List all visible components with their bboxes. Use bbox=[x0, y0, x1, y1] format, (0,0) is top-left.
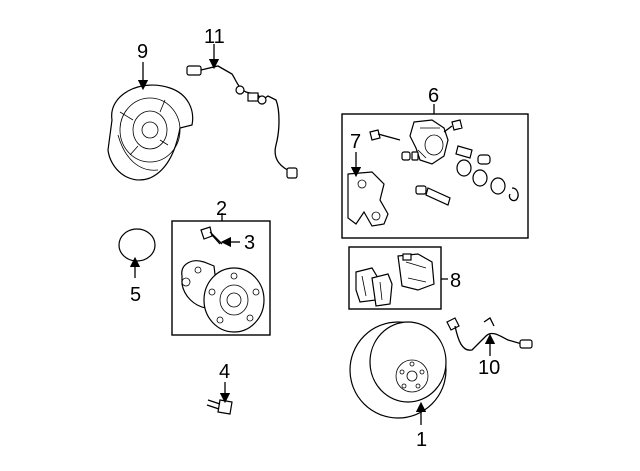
callout-9: 9 bbox=[137, 41, 148, 63]
callout-8: 8 bbox=[450, 270, 461, 292]
mounting-bolt bbox=[206, 399, 233, 415]
callout-7: 7 bbox=[350, 131, 361, 153]
callout-2: 2 bbox=[216, 198, 227, 220]
hub-cap bbox=[118, 228, 156, 262]
caliper-assembly bbox=[347, 119, 519, 227]
hub-assembly bbox=[181, 226, 265, 333]
callout-10: 10 bbox=[478, 357, 500, 379]
callout-11: 11 bbox=[204, 26, 225, 48]
backing-plate bbox=[107, 84, 194, 181]
callout-1: 1 bbox=[416, 429, 427, 451]
hub-assembly-box bbox=[171, 220, 271, 336]
callout-3: 3 bbox=[244, 232, 255, 254]
brake-rotor bbox=[349, 321, 447, 419]
caliper-kit-box bbox=[341, 113, 529, 239]
brake-pad-box bbox=[348, 246, 442, 310]
callout-6: 6 bbox=[428, 85, 439, 107]
callout-5: 5 bbox=[130, 284, 141, 306]
brake-pads bbox=[355, 253, 435, 307]
abs-sensor-wire bbox=[186, 65, 298, 179]
callout-4: 4 bbox=[219, 361, 230, 383]
